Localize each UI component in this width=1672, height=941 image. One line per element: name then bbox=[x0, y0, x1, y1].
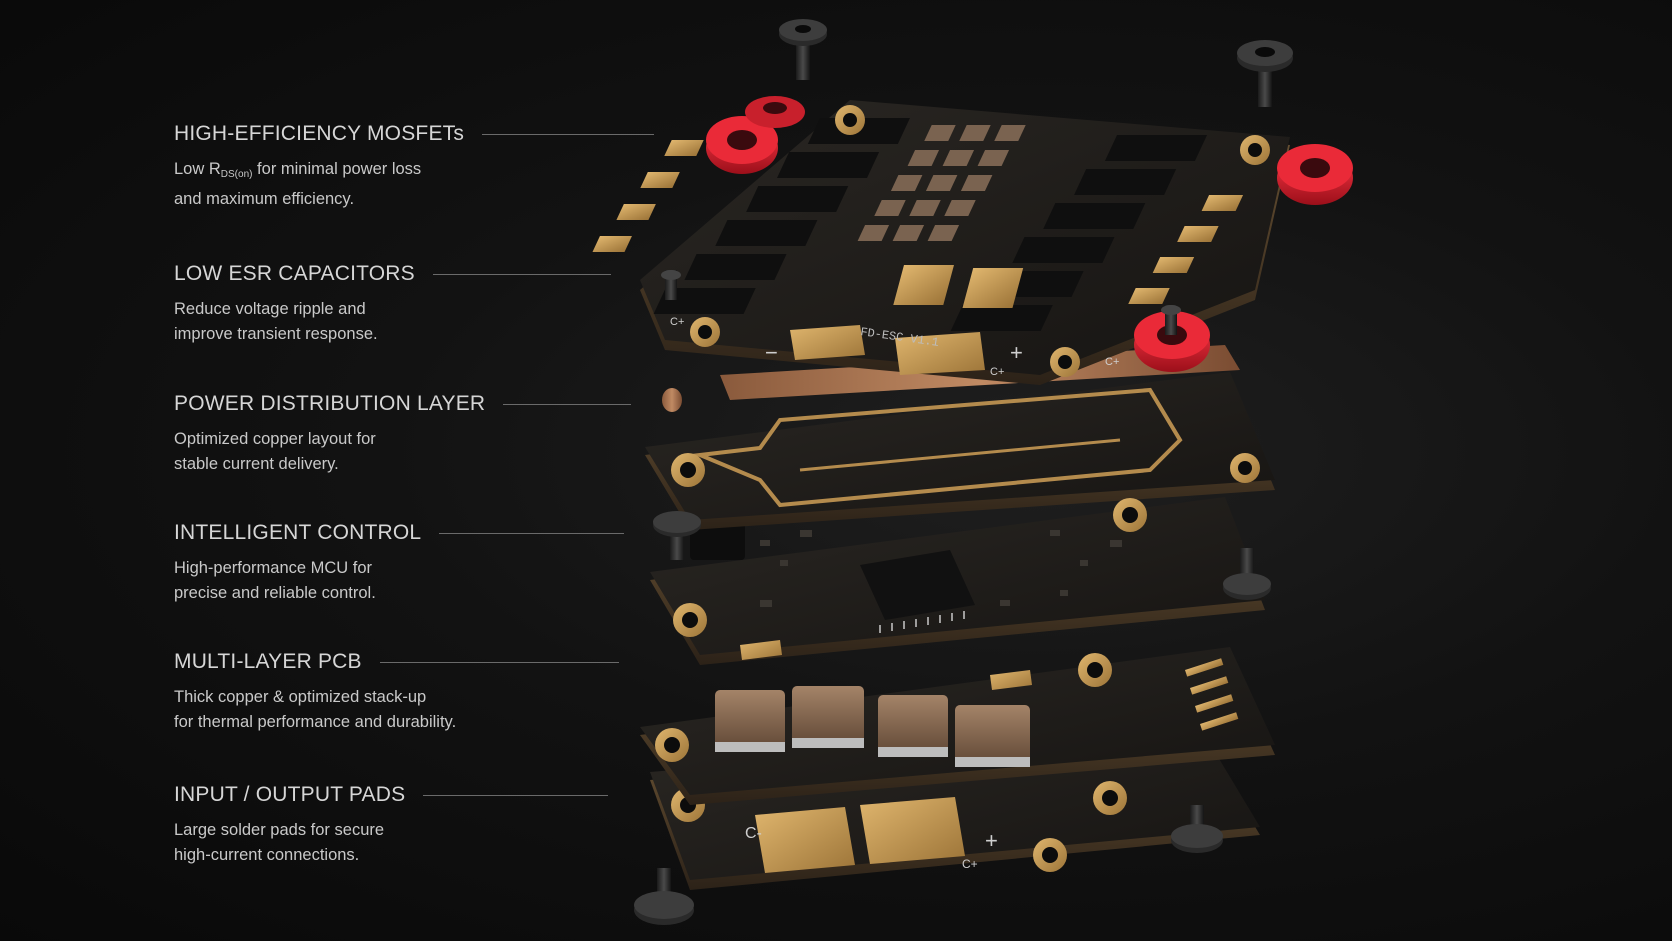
leader-line bbox=[503, 403, 632, 405]
red-standoff bbox=[706, 116, 778, 174]
screw bbox=[653, 511, 701, 560]
screw bbox=[661, 270, 681, 300]
motor-pads-left bbox=[592, 140, 704, 252]
feature-description: Large solder pads for secure high-curren… bbox=[174, 821, 385, 864]
feature-title: HIGH-EFFICIENCY MOSFETs bbox=[174, 122, 465, 145]
pad-label: C+ bbox=[962, 857, 978, 871]
feature-title: MULTI-LAYER PCB bbox=[174, 650, 362, 673]
edge-pads bbox=[1185, 658, 1239, 731]
mcu-chip bbox=[860, 550, 975, 620]
red-standoff bbox=[1277, 144, 1353, 205]
mosfet-array-left bbox=[653, 118, 910, 314]
feature-title: INPUT / OUTPUT PADS bbox=[174, 783, 406, 806]
leader-line bbox=[432, 273, 611, 275]
polarity-plus: + bbox=[985, 828, 998, 853]
screw bbox=[1171, 805, 1223, 853]
feature-description: Thick copper & optimized stack-up for th… bbox=[174, 688, 457, 731]
battery-pad bbox=[895, 332, 985, 375]
capacitor bbox=[715, 690, 785, 752]
polarity-minus: − bbox=[765, 340, 778, 365]
motor-pads-right bbox=[1128, 195, 1244, 304]
connector bbox=[690, 520, 745, 560]
capacitor bbox=[792, 686, 864, 748]
pad-label: C+ bbox=[990, 366, 1004, 378]
leader-line bbox=[482, 133, 654, 135]
pad-label: C+ bbox=[1105, 356, 1119, 368]
feature-description: Optimized copper layout for stable curre… bbox=[174, 430, 376, 473]
copper-trace bbox=[692, 387, 1183, 508]
feature-title: LOW ESR CAPACITORS bbox=[174, 262, 415, 285]
leader-line bbox=[439, 532, 625, 534]
inductor bbox=[893, 265, 954, 305]
positive-pad bbox=[860, 797, 965, 864]
feature-power-distribution: POWER DISTRIBUTION LAYER Optimized coppe… bbox=[174, 392, 654, 477]
feature-description: Reduce voltage ripple and improve transi… bbox=[174, 300, 378, 343]
pad-label: C- bbox=[745, 825, 762, 842]
leader-line bbox=[379, 661, 619, 663]
pad-label: C+ bbox=[670, 316, 684, 328]
gate-driver-components bbox=[857, 125, 1026, 241]
control-board bbox=[650, 497, 1265, 690]
capacitor bbox=[878, 695, 948, 757]
inductor bbox=[962, 268, 1024, 308]
feature-mosfets: HIGH-EFFICIENCY MOSFETs Low RDS(on) for … bbox=[174, 122, 654, 212]
multilayer-pcb-board bbox=[640, 647, 1275, 815]
feature-description: Low RDS(on) for minimal power loss and m… bbox=[174, 160, 422, 208]
red-standoff bbox=[745, 96, 805, 128]
mosfet-board: FD-ESC V1.1 + − C+ C+ C+ bbox=[592, 100, 1290, 385]
screw bbox=[1161, 305, 1181, 335]
leader-line bbox=[423, 794, 609, 796]
feature-capacitors: LOW ESR CAPACITORS Reduce voltage ripple… bbox=[174, 262, 654, 347]
battery-pad bbox=[790, 325, 865, 360]
feature-title: INTELLIGENT CONTROL bbox=[174, 521, 422, 544]
feature-title: POWER DISTRIBUTION LAYER bbox=[174, 392, 486, 415]
polarity-plus: + bbox=[1010, 340, 1023, 365]
capacitor bbox=[955, 705, 1030, 767]
feature-description: High-performance MCU for precise and rel… bbox=[174, 559, 376, 602]
screw bbox=[779, 19, 827, 80]
feature-intelligent-control: INTELLIGENT CONTROL High-performance MCU… bbox=[174, 521, 654, 606]
capacitor-bank bbox=[715, 686, 1030, 767]
feature-io-pads: INPUT / OUTPUT PADS Large solder pads fo… bbox=[174, 783, 654, 868]
screw bbox=[1237, 40, 1293, 107]
screw bbox=[634, 868, 694, 925]
feature-multilayer-pcb: MULTI-LAYER PCB Thick copper & optimized… bbox=[174, 650, 654, 735]
negative-pad bbox=[755, 807, 855, 873]
screw bbox=[1223, 548, 1271, 600]
